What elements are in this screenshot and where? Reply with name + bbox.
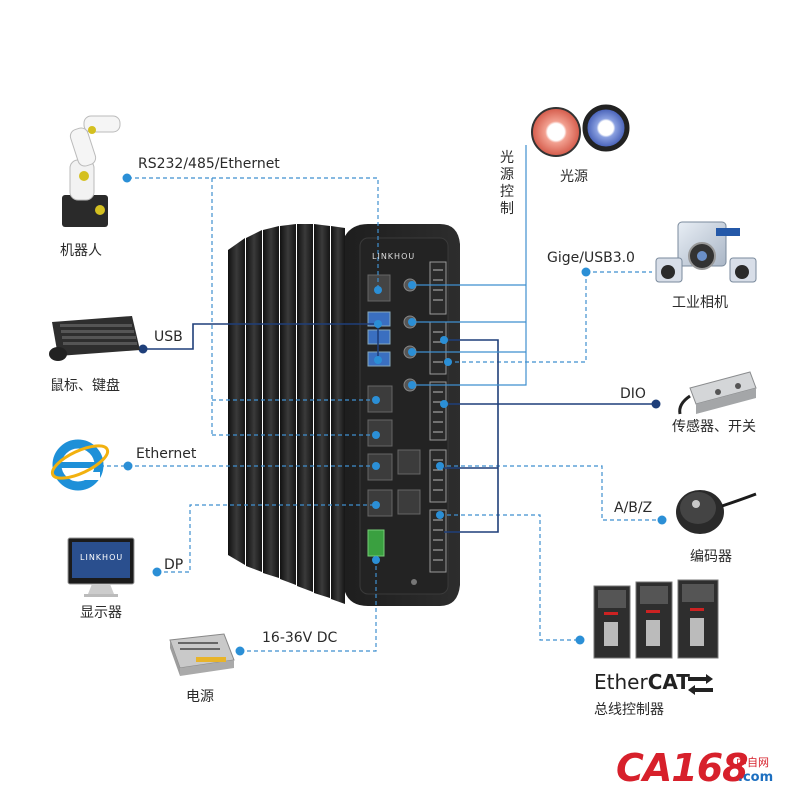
robot-arm-icon (62, 115, 121, 227)
power-link-label: 16-36V DC (262, 630, 338, 646)
robot-link-label: RS232/485/Ethernet (138, 156, 280, 172)
rotary-encoder-icon (676, 490, 757, 534)
lan-port-2 (367, 419, 393, 447)
ethercat-logo: EtherCAT (594, 670, 690, 694)
power-terminal (367, 529, 385, 557)
heatsink-fins (228, 224, 345, 604)
light-control-label: 光源控制 (500, 150, 514, 217)
encoder-label: 编码器 (690, 549, 732, 565)
sensor-label: 传感器、开关 (672, 419, 756, 435)
dio-label: DIO (620, 386, 646, 402)
camera-label: 工业相机 (672, 295, 728, 311)
watermark-main: CA168 (616, 746, 749, 790)
watermark-sub: 中自网 (736, 756, 769, 769)
ethercat-prefix: Ether (594, 670, 648, 694)
robot-label: 机器人 (60, 243, 102, 259)
light-control-lines (412, 145, 527, 386)
usb-port-2 (367, 329, 391, 345)
lan-port-1 (367, 385, 393, 413)
usb-label: USB (154, 329, 183, 345)
ie-browser-icon (50, 439, 110, 491)
dp-label: DP (164, 557, 184, 573)
ring-light-icon (531, 104, 630, 157)
dashed-connectors (86, 177, 662, 652)
monitor-brand: LINKHOU (80, 553, 124, 562)
load-cell-sensor-icon (678, 371, 757, 415)
ethernet-label: Ethernet (136, 446, 197, 462)
watermark: CA168 (616, 746, 749, 790)
controller-device (228, 224, 460, 606)
monitor-icon (67, 537, 135, 597)
camera-link-label: Gige/USB3.0 (547, 250, 635, 266)
dp-port (367, 489, 393, 517)
power-label: 电源 (186, 689, 214, 705)
ethercat-arrows (688, 674, 713, 695)
mouse-keyboard-label: 鼠标、键盘 (50, 378, 120, 394)
display-label: 显示器 (80, 605, 122, 621)
bus-controller-label: 总线控制器 (594, 702, 664, 718)
solid-connectors (143, 323, 655, 533)
abz-label: A/B/Z (614, 500, 653, 516)
servo-drive-icon (593, 579, 719, 659)
lan-port-3 (367, 453, 393, 481)
connector-dots (122, 173, 667, 656)
industrial-camera-icon (655, 221, 757, 283)
keyboard-icon (49, 316, 140, 361)
device-brand: LINKHOU (372, 252, 416, 261)
power-supply-icon (169, 633, 235, 676)
light-source-label: 光源 (560, 169, 588, 185)
ethercat-suffix: CAT (647, 670, 690, 694)
watermark-domain: .com (738, 770, 774, 785)
